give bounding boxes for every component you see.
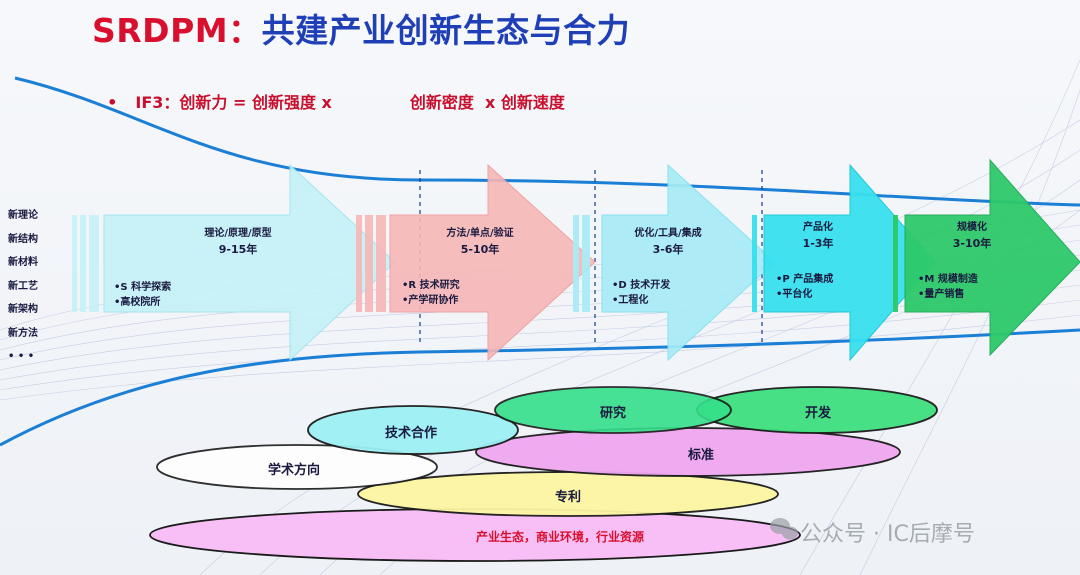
- stage-item: 平台化: [782, 289, 813, 300]
- left-list-item: 新材料: [8, 257, 38, 268]
- stage-item: P 产品集成: [782, 274, 834, 285]
- stage-4-text: 产品化 1-3年: [783, 220, 853, 252]
- ellipse-label-tech-coop: 技术合作: [385, 426, 438, 441]
- stage-duration: 3-6年: [652, 243, 684, 256]
- ellipse-academic: [156, 444, 438, 490]
- formula-line: • IF3：创新力 = 创新强度 x 创新密度 x 创新速度: [96, 70, 565, 113]
- stage-arrow-5: [893, 158, 1080, 357]
- stage-duration: 1-3年: [802, 237, 834, 250]
- ellipse-label-dev: 开发: [805, 406, 832, 421]
- formula-text: IF3：创新力 = 创新强度 x 创新密度 x 创新速度: [135, 93, 565, 112]
- funnel-top-curve: [14, 76, 1080, 207]
- stage-duration: 5-10年: [460, 243, 500, 256]
- ellipse-label-academic: 学术方向: [268, 463, 321, 478]
- stage-item: M 规模制造: [924, 274, 978, 285]
- stage-arrow-4: [752, 163, 936, 362]
- ellipse-tech-coop: [307, 405, 519, 455]
- stage-item: S 科学探索: [120, 282, 172, 293]
- ellipse-label-research: 研究: [600, 406, 627, 421]
- left-list-item: 新架构: [8, 304, 38, 315]
- stage-title: 优化/工具/集成: [634, 228, 702, 239]
- stage-1-text: 理论/原理/原型 9-15年: [178, 226, 298, 258]
- stage-item: R 技术研究: [408, 280, 460, 291]
- title-rest: 共建产业创新生态与合力: [261, 11, 631, 50]
- stage-item: 量产销售: [924, 289, 965, 300]
- stage-item: 工程化: [618, 295, 649, 306]
- stage-arrow-2: [356, 163, 596, 362]
- stage-1-items: •S 科学探索 •高校院所: [114, 282, 172, 308]
- left-list-item: • • •: [8, 351, 35, 362]
- left-list-item: 新方法: [8, 327, 38, 339]
- stage-duration: 3-10年: [952, 237, 992, 250]
- left-list-item: 新工艺: [8, 280, 38, 292]
- stage-title: 方法/单点/验证: [446, 228, 514, 239]
- stage-3-text: 优化/工具/集成 3-6年: [613, 226, 723, 258]
- stage-item: 产学研协作: [408, 295, 459, 306]
- stage-2-items: •R 技术研究 •产学研协作: [402, 280, 460, 306]
- stage-arrow-1: [72, 163, 396, 362]
- left-list-item: 新理论: [8, 210, 38, 221]
- page-title: SRDPM：共建产业创新生态与合力: [92, 4, 630, 52]
- ellipse-industry: [149, 508, 801, 562]
- stage-3-items: •D 技术开发 •工程化: [612, 280, 671, 306]
- ellipse-research: [494, 386, 732, 434]
- left-list: 新理论 新结构 新材料 新工艺 新架构 新方法 • • •: [8, 204, 38, 369]
- ellipse-label-standard: 标准: [688, 448, 715, 463]
- stage-item: 高校院所: [120, 297, 161, 308]
- stage-arrow-3: [573, 163, 776, 362]
- title-lead: SRDPM：: [92, 11, 262, 50]
- stage-title: 理论/原理/原型: [204, 228, 272, 239]
- stage-item: D 技术开发: [618, 280, 671, 291]
- stage-4-items: •P 产品集成 •平台化: [776, 274, 834, 300]
- stage-5-text: 规模化 3-10年: [937, 220, 1007, 252]
- watermark: 公众号 · IC后摩号: [800, 522, 975, 547]
- wechat-icon: [770, 518, 798, 540]
- left-list-item: 新结构: [8, 233, 38, 245]
- ellipse-label-industry: 产业生态，商业环境，行业资源: [476, 530, 645, 544]
- funnel-bottom-curve: [0, 328, 1080, 447]
- stage-5-items: •M 规模制造 •量产销售: [918, 274, 978, 300]
- bullet-icon: •: [107, 93, 118, 112]
- stage-title: 规模化: [957, 222, 987, 233]
- stage-duration: 9-15年: [218, 243, 258, 256]
- stage-2-text: 方法/单点/验证 5-10年: [425, 226, 535, 258]
- ellipse-label-patent: 专利: [555, 490, 582, 505]
- stage-title: 产品化: [803, 222, 833, 233]
